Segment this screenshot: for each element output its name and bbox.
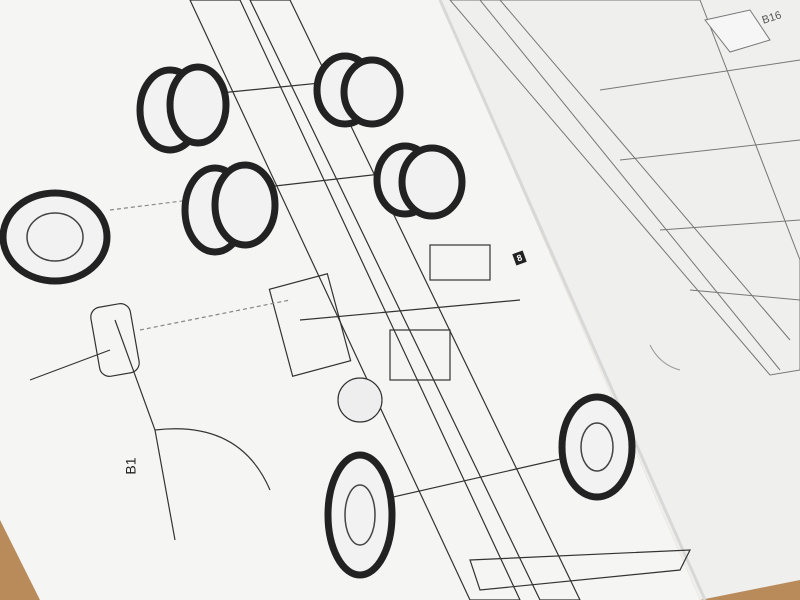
wheel: [340, 56, 404, 128]
wheel: [211, 161, 279, 249]
spare-wheel: [0, 189, 111, 285]
truck-chassis-drawing: [29, 0, 691, 600]
page-fold: [438, 0, 707, 600]
wheel: [558, 393, 636, 501]
body-panel-drawing: [449, 0, 800, 376]
wheels: [0, 52, 636, 579]
wheel: [324, 451, 396, 579]
wheel: [166, 63, 230, 147]
part-label-b1: B1: [122, 457, 139, 475]
wheel: [398, 144, 466, 220]
